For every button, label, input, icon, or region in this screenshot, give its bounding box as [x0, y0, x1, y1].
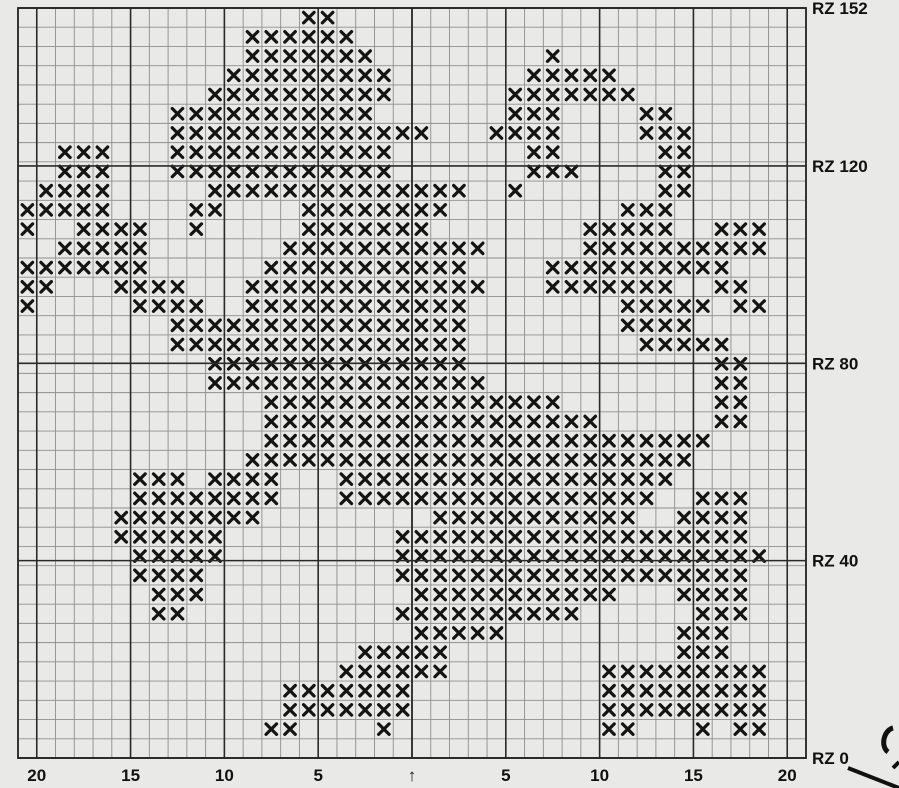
- row-label: RZ 80: [812, 354, 858, 373]
- row-label: RZ 40: [812, 552, 858, 571]
- column-label: 10: [590, 766, 609, 785]
- column-label: 5: [313, 766, 322, 785]
- column-label: 10: [215, 766, 234, 785]
- column-label: 20: [27, 766, 46, 785]
- column-label: 15: [121, 766, 140, 785]
- column-label: 15: [684, 766, 703, 785]
- column-label: ↑: [408, 766, 417, 785]
- column-label: 20: [778, 766, 797, 785]
- row-label: RZ 0: [812, 749, 849, 768]
- row-label: RZ 152: [812, 0, 868, 18]
- column-label: 5: [501, 766, 510, 785]
- row-label: RZ 120: [812, 157, 868, 176]
